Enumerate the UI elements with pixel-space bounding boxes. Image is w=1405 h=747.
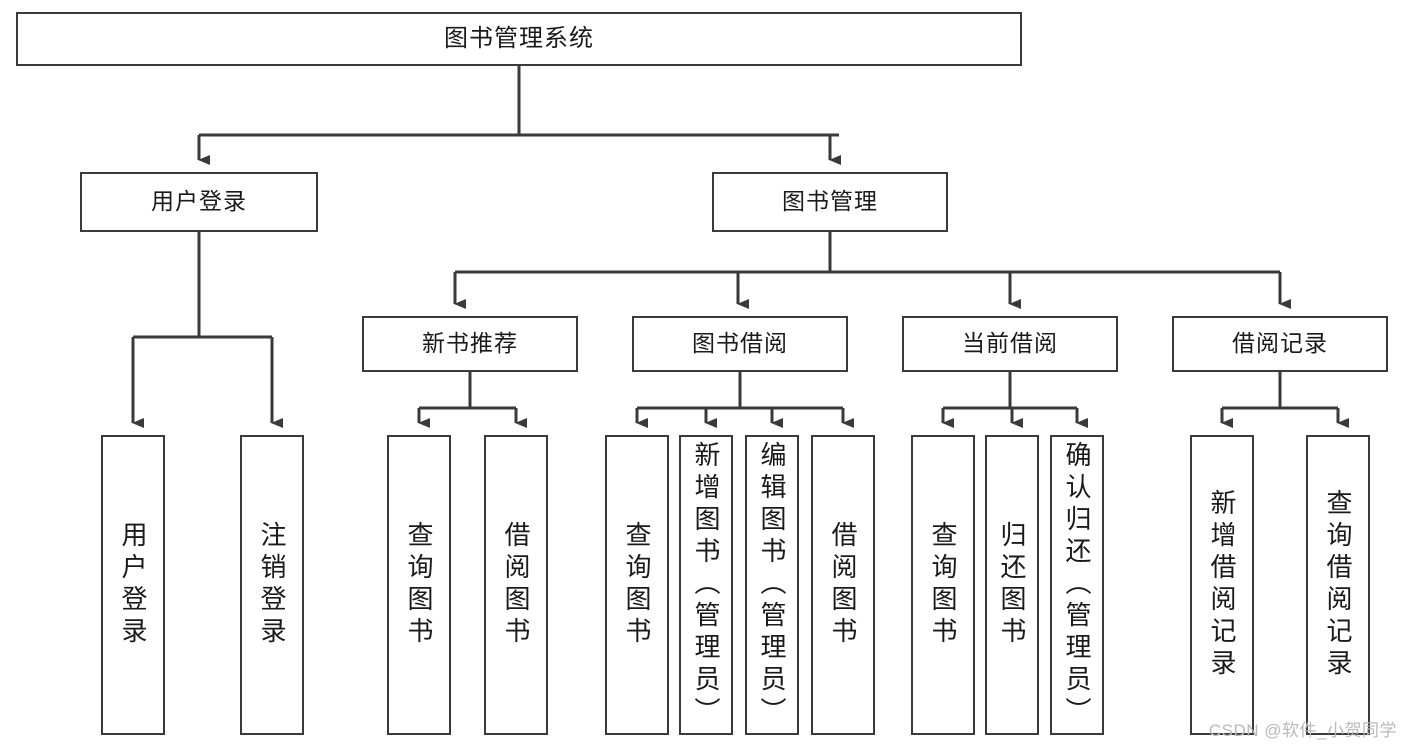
leaf-borrow-book-newbook[interactable]: 借阅图书 [484, 435, 548, 735]
node-user-login[interactable]: 用户登录 [80, 172, 318, 232]
node-borrow-record[interactable]: 借阅记录 [1172, 316, 1388, 372]
leaf-query-borrow-record[interactable]: 查询借阅记录 [1306, 435, 1370, 735]
node-book-management[interactable]: 图书管理 [712, 172, 948, 232]
node-root-system[interactable]: 图书管理系统 [16, 12, 1022, 66]
leaf-query-book-current[interactable]: 查询图书 [911, 435, 975, 735]
leaf-edit-book-admin[interactable]: 编辑图书（管理员） [745, 435, 799, 735]
leaf-logout[interactable]: 注销登录 [240, 435, 304, 735]
leaf-return-book[interactable]: 归还图书 [985, 435, 1039, 735]
leaf-add-book-admin[interactable]: 新增图书（管理员） [679, 435, 733, 735]
leaf-confirm-return-admin[interactable]: 确认归还（管理员） [1050, 435, 1104, 735]
node-new-book-recommend[interactable]: 新书推荐 [362, 316, 578, 372]
leaf-borrow-book[interactable]: 借阅图书 [811, 435, 875, 735]
leaf-query-book-borrow[interactable]: 查询图书 [605, 435, 669, 735]
node-current-borrow[interactable]: 当前借阅 [902, 316, 1118, 372]
leaf-add-borrow-record[interactable]: 新增借阅记录 [1190, 435, 1254, 735]
node-book-borrow[interactable]: 图书借阅 [632, 316, 848, 372]
leaf-query-book-newbook[interactable]: 查询图书 [387, 435, 451, 735]
leaf-user-login[interactable]: 用户登录 [101, 435, 165, 735]
